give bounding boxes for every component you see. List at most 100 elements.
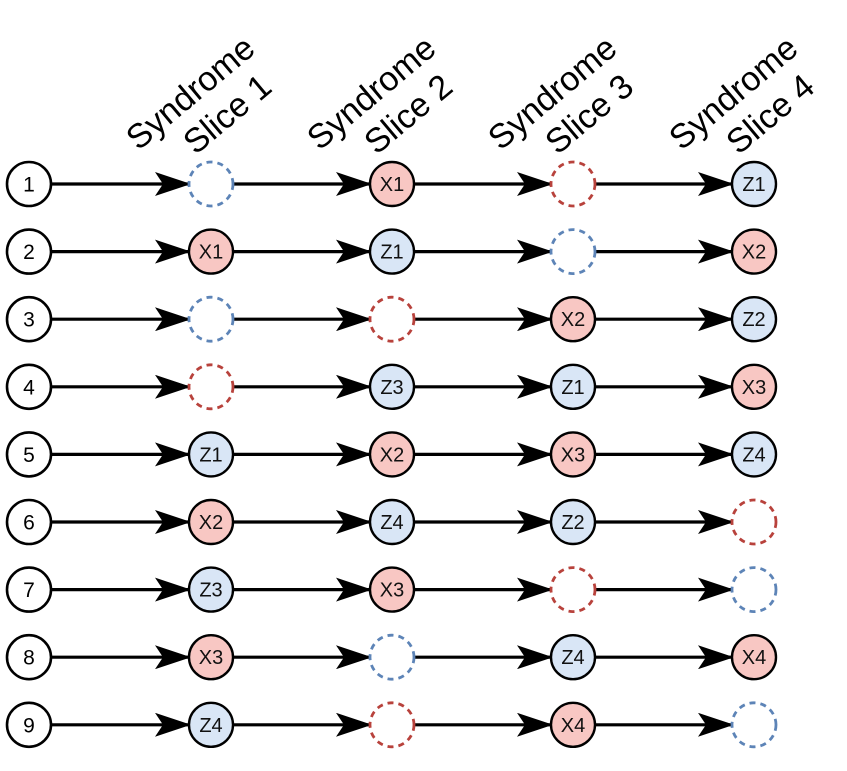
empty-z-slot	[549, 228, 597, 276]
row-node-circle	[5, 228, 53, 275]
syndrome-node-circle	[187, 701, 235, 748]
z-syndrome-node: Z3	[368, 363, 416, 410]
empty-x-slot	[730, 498, 778, 546]
arrows-layer	[51, 172, 734, 737]
x-syndrome-node: X2	[549, 296, 597, 343]
row-node-label: 5	[23, 444, 35, 467]
syndrome-node-circle	[549, 498, 597, 546]
z-syndrome-node: Z1	[730, 160, 778, 208]
z-syndrome-node: Z2	[730, 296, 778, 343]
x-syndrome-node: X4	[730, 634, 778, 681]
syndrome-node-label: X1	[199, 242, 223, 264]
z-syndrome-node: Z2	[549, 498, 597, 546]
empty-slot-circle	[368, 295, 416, 343]
x-syndrome-node: X2	[187, 498, 235, 546]
syndrome-node-label: X2	[561, 309, 585, 331]
empty-slot-circle	[549, 160, 597, 208]
syndrome-node-label: Z1	[380, 242, 403, 264]
syndrome-node-label: Z2	[561, 512, 584, 534]
z-syndrome-node: Z4	[549, 634, 597, 681]
row-node-9: 9	[5, 701, 53, 749]
row-node-label: 9	[23, 714, 35, 737]
syndrome-node-circle	[187, 431, 235, 478]
row-node-circle	[5, 701, 53, 749]
empty-x-slot	[549, 566, 597, 613]
z-syndrome-node: Z4	[368, 498, 416, 546]
empty-z-slot	[187, 295, 235, 343]
syndrome-node-circle	[549, 296, 597, 343]
row-node-label: 2	[23, 241, 35, 264]
empty-z-slot	[730, 701, 778, 749]
row-node-circle	[5, 431, 53, 478]
row-node-circle	[5, 566, 53, 613]
syndrome-node-circle	[368, 160, 416, 208]
row-node-7: 7	[5, 566, 53, 613]
z-syndrome-node: Z4	[187, 701, 235, 748]
syndrome-node-circle	[187, 566, 235, 613]
x-syndrome-node: X1	[187, 228, 235, 275]
row-node-circle	[5, 633, 53, 681]
empty-slot-circle	[730, 701, 778, 749]
empty-z-slot	[187, 160, 235, 208]
syndrome-node-label: Z4	[561, 647, 584, 669]
syndrome-node-circle	[368, 363, 416, 410]
row-node-1: 1	[5, 160, 53, 208]
x-syndrome-node: X2	[368, 431, 416, 478]
syndrome-node-circle	[368, 498, 416, 546]
empty-slot-circle	[368, 701, 416, 749]
empty-slot-circle	[187, 363, 235, 411]
syndrome-node-circle	[549, 431, 597, 478]
row-node-circle	[5, 363, 53, 411]
row-node-label: 3	[23, 309, 35, 332]
syndrome-node-label: X1	[380, 174, 404, 196]
syndrome-node-label: X2	[380, 444, 404, 466]
syndrome-node-label: Z1	[199, 444, 222, 466]
empty-slot-circle	[187, 295, 235, 343]
z-syndrome-node: Z1	[368, 228, 416, 275]
syndrome-node-circle	[187, 228, 235, 275]
empty-x-slot	[368, 295, 416, 343]
row-node-circle	[5, 498, 53, 546]
syndrome-node-label: Z4	[742, 444, 765, 466]
row-node-circle	[5, 160, 53, 208]
syndrome-node-circle	[549, 363, 597, 410]
z-syndrome-node: Z3	[187, 566, 235, 613]
row-node-label: 6	[23, 512, 35, 535]
syndrome-node-label: Z3	[199, 580, 222, 602]
syndrome-node-label: X4	[742, 647, 766, 669]
row-node-3: 3	[5, 295, 53, 343]
z-syndrome-node: Z1	[187, 431, 235, 478]
syndrome-node-label: Z1	[742, 174, 765, 196]
row-node-circle	[5, 295, 53, 343]
syndrome-node-label: Z3	[380, 377, 403, 399]
row-node-2: 2	[5, 228, 53, 275]
syndrome-node-circle	[730, 431, 778, 478]
empty-slot-circle	[549, 566, 597, 613]
syndrome-node-circle	[187, 634, 235, 681]
syndrome-node-circle	[368, 228, 416, 275]
empty-slot-circle	[549, 228, 597, 276]
x-syndrome-node: X4	[549, 701, 597, 748]
x-syndrome-node: X3	[549, 431, 597, 478]
z-syndrome-node: Z1	[549, 363, 597, 410]
z-syndrome-node: Z4	[730, 431, 778, 478]
row-node-8: 8	[5, 633, 53, 681]
empty-x-slot	[368, 701, 416, 749]
empty-slot-circle	[368, 633, 416, 681]
row-node-label: 4	[23, 376, 35, 399]
x-syndrome-node: X3	[730, 363, 778, 410]
syndrome-node-label: Z4	[380, 512, 403, 534]
syndrome-node-label: X3	[742, 377, 766, 399]
syndrome-node-label: X4	[561, 715, 585, 737]
syndrome-node-label: X3	[561, 444, 585, 466]
syndrome-node-label: X2	[742, 242, 766, 264]
syndrome-node-circle	[368, 566, 416, 613]
x-syndrome-node: X1	[368, 160, 416, 208]
syndrome-node-label: X3	[199, 647, 223, 669]
row-node-5: 5	[5, 431, 53, 478]
syndrome-node-circle	[730, 634, 778, 681]
empty-slot-circle	[730, 498, 778, 546]
syndrome-node-circle	[549, 634, 597, 681]
